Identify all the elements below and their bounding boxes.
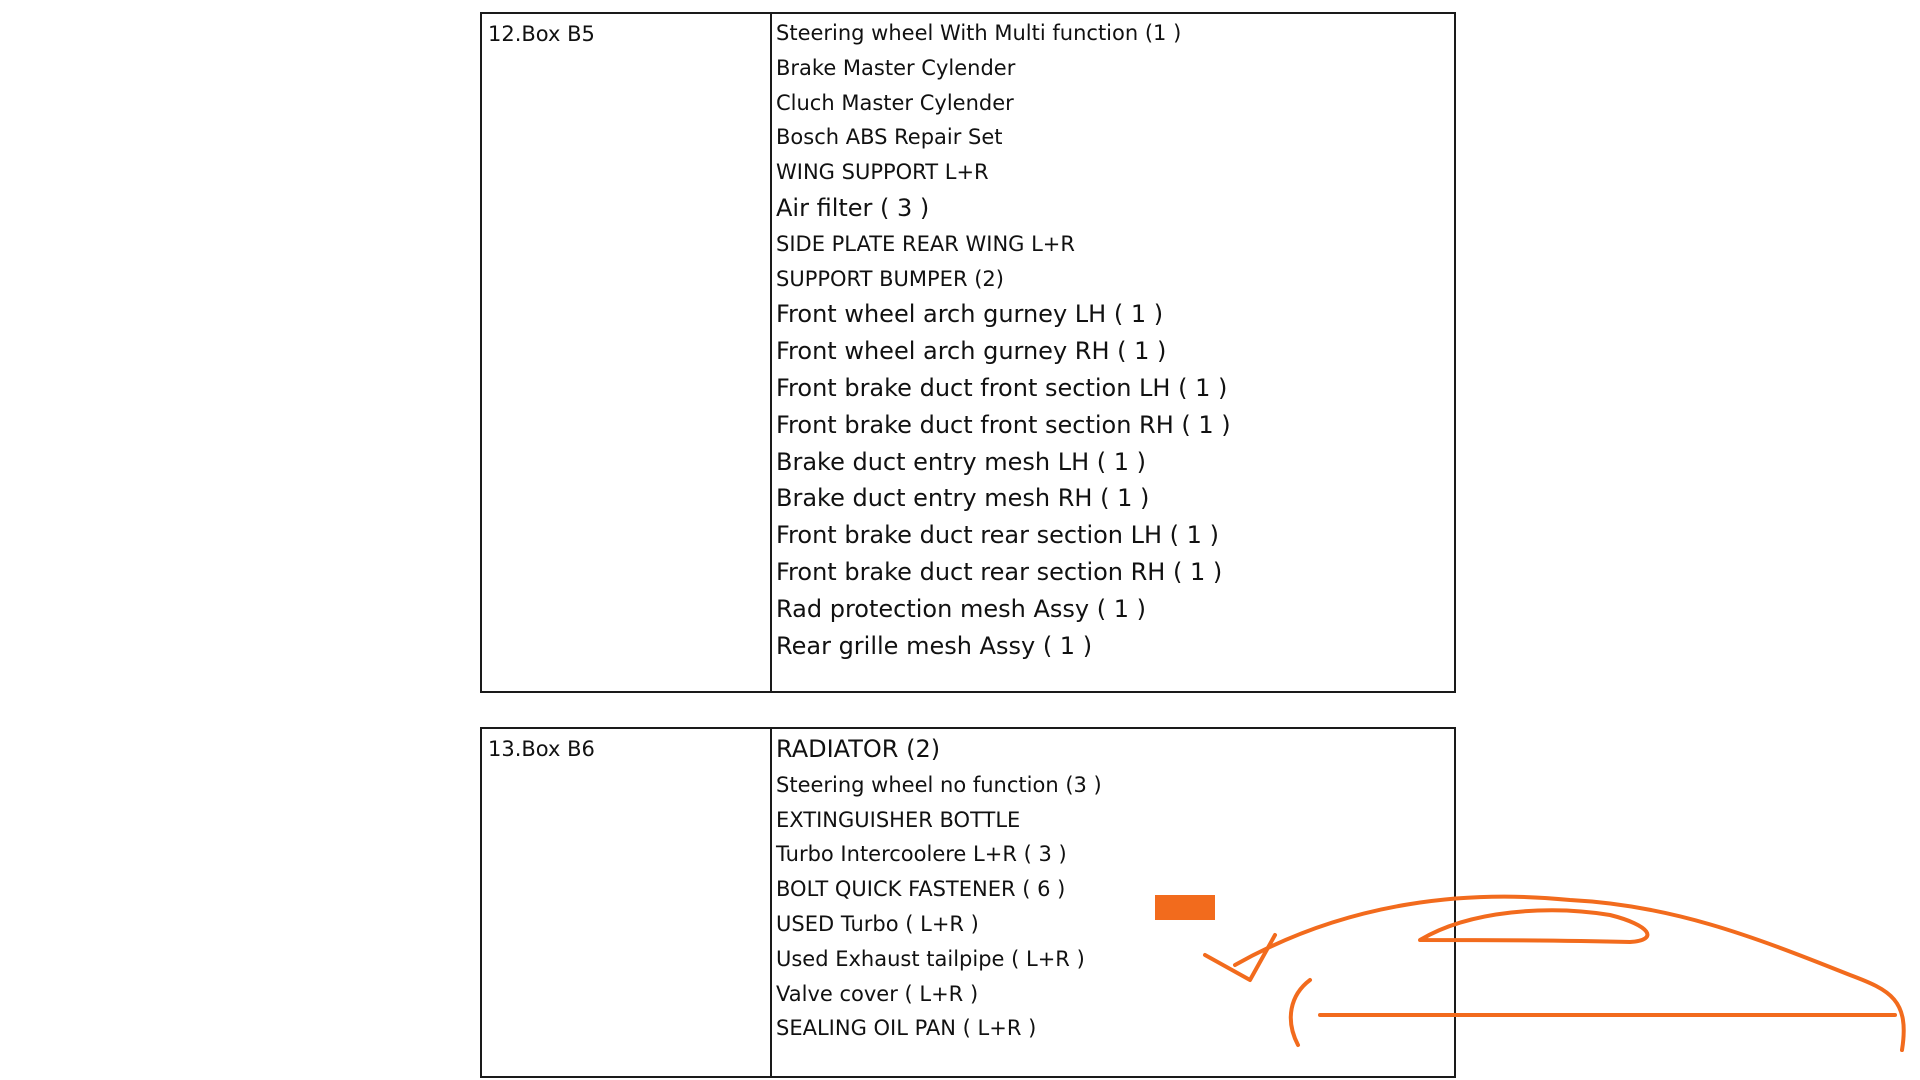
sports-car-silhouette-icon xyxy=(1155,894,1906,1052)
list-item: Turbo Intercoolere L+R ( 3 ) xyxy=(776,842,1067,867)
box-b6-table: 13.Box B6 RADIATOR (2) Steering wheel no… xyxy=(480,727,1456,1078)
list-item: Air filter ( 3 ) xyxy=(776,193,930,222)
list-item: SIDE PLATE REAR WING L+R xyxy=(776,231,1075,256)
list-item: SEALING OIL PAN ( L+R ) xyxy=(776,1016,1037,1041)
list-item: Rear grille mesh Assy ( 1 ) xyxy=(776,631,1093,660)
list-item: Brake Master Cylender xyxy=(776,55,1016,80)
list-item: Valve cover ( L+R ) xyxy=(776,981,979,1006)
list-item: Steering wheel no function (3 ) xyxy=(776,772,1102,797)
list-item: USED Turbo ( L+R ) xyxy=(776,911,979,936)
list-item: Front brake duct front section LH ( 1 ) xyxy=(776,373,1228,402)
box-label: 12.Box B5 xyxy=(482,14,772,691)
list-item: Front brake duct front section RH ( 1 ) xyxy=(776,410,1231,439)
list-item: Brake duct entry mesh LH ( 1 ) xyxy=(776,447,1147,476)
list-item: Cluch Master Cylender xyxy=(776,90,1014,115)
list-item: RADIATOR (2) xyxy=(776,735,941,763)
list-item: Front brake duct rear section RH ( 1 ) xyxy=(776,557,1223,586)
list-item: Bosch ABS Repair Set xyxy=(776,125,1003,150)
box-item-list: RADIATOR (2) Steering wheel no function … xyxy=(772,729,1454,1076)
list-item: Front brake duct rear section LH ( 1 ) xyxy=(776,521,1219,550)
list-item: SUPPORT BUMPER (2) xyxy=(776,266,1004,291)
box-item-list: Steering wheel With Multi function (1 ) … xyxy=(772,14,1454,691)
list-item: BOLT QUICK FASTENER ( 6 ) xyxy=(776,877,1066,902)
list-item: WING SUPPORT L+R xyxy=(776,160,989,185)
list-item: Front wheel arch gurney LH ( 1 ) xyxy=(776,300,1164,329)
list-item: Brake duct entry mesh RH ( 1 ) xyxy=(776,484,1150,513)
list-item: Used Exhaust tailpipe ( L+R ) xyxy=(776,946,1085,971)
list-item: EXTINGUISHER BOTTLE xyxy=(776,807,1021,832)
box-label: 13.Box B6 xyxy=(482,729,772,1076)
box-b5-table: 12.Box B5 Steering wheel With Multi func… xyxy=(480,12,1456,693)
list-item: Steering wheel With Multi function (1 ) xyxy=(776,21,1182,45)
list-item: Front wheel arch gurney RH ( 1 ) xyxy=(776,337,1167,366)
list-item: Rad protection mesh Assy ( 1 ) xyxy=(776,594,1146,623)
